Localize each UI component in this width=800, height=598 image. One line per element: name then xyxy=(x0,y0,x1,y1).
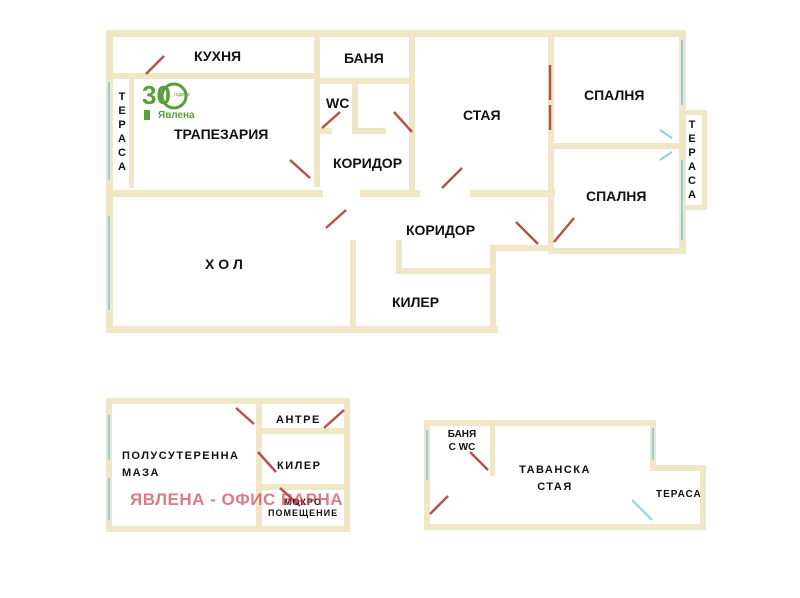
room-label-room: СТАЯ xyxy=(463,107,501,123)
room-label-bath-wc: БАНЯ С WC xyxy=(447,429,477,453)
room-label-vestibule: АНТРЕ xyxy=(276,414,321,426)
logo-number: 30 xyxy=(142,80,171,110)
room-label-wet-room: МОКРО ПОМЕЩЕНИЕ xyxy=(268,497,339,518)
room-label-dining: ТРАПЕЗАРИЯ xyxy=(174,126,269,142)
room-label-corridor-1: КОРИДОР xyxy=(333,155,403,171)
room-label-basement-pantry: КИЛЕР xyxy=(277,460,322,472)
doors xyxy=(145,55,575,515)
windows xyxy=(108,40,683,521)
room-label-kitchen: КУХНЯ xyxy=(194,48,242,64)
room-label-bedroom-1: СПАЛНЯ xyxy=(584,87,645,103)
room-label-terrace-left: ТЕРАСА xyxy=(118,91,126,173)
room-label-corridor-2: КОРИДОР xyxy=(406,222,476,238)
watermark: ЯВЛЕНА - ОФИС ВАРНА xyxy=(130,490,344,509)
room-label-wc: WC xyxy=(326,95,350,111)
room-label-basement-floor: ПОЛУСУТЕРЕННА МАЗА xyxy=(122,450,240,479)
room-label-bathroom: БАНЯ xyxy=(344,50,384,66)
logo-suffix: години xyxy=(174,92,190,98)
room-label-bedroom-2: СПАЛНЯ xyxy=(586,188,647,204)
logo: 30 години Явлена xyxy=(136,80,198,126)
logo-mark xyxy=(144,82,188,120)
logo-brand: Явлена xyxy=(158,110,195,121)
walls xyxy=(106,30,707,532)
room-label-attic-room: ТАВАНСКА СТАЯ xyxy=(519,464,591,493)
room-label-terrace-right: ТЕРАСА xyxy=(688,119,696,201)
room-label-hall: Х О Л xyxy=(205,256,243,272)
room-label-pantry: КИЛЕР xyxy=(392,294,440,310)
room-label-attic-terrace: ТЕРАСА xyxy=(656,489,702,500)
